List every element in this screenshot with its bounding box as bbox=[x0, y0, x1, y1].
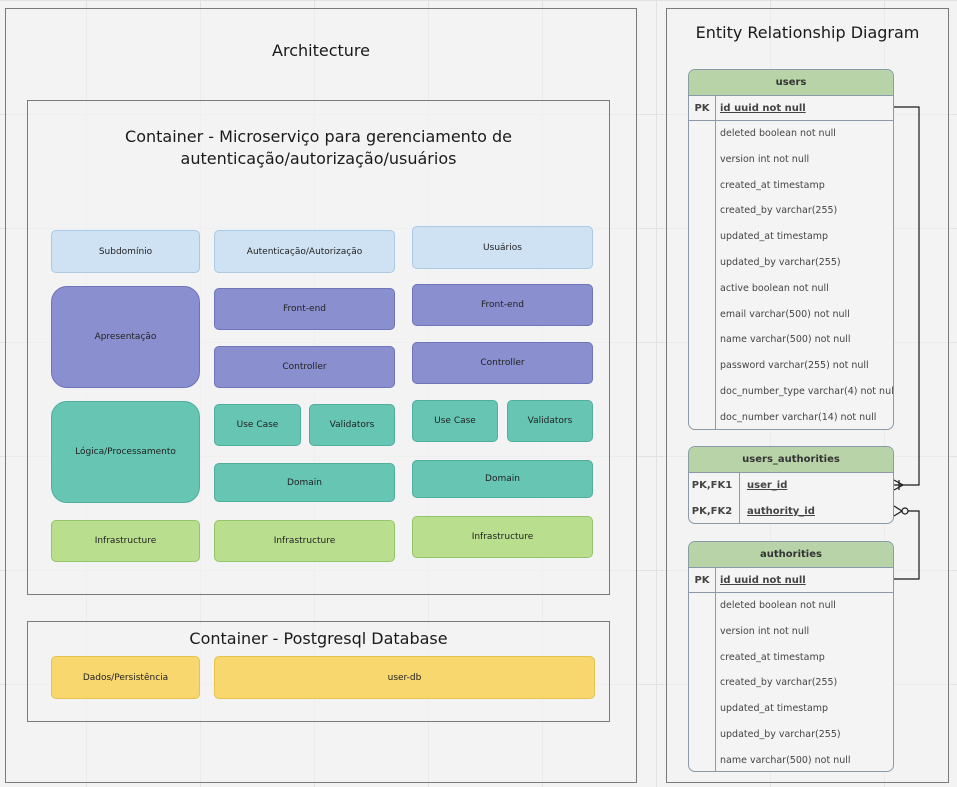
users-controller: Controller bbox=[412, 342, 593, 384]
auth-front-end: Front-end bbox=[214, 288, 395, 330]
authority-id-field: authority_id bbox=[747, 506, 815, 517]
users-pk-row: PK id uuid not null bbox=[689, 96, 893, 121]
authorities-column-divider bbox=[715, 567, 716, 771]
authorities-field: version int not null bbox=[720, 625, 810, 637]
users-authorities-table: users_authorities PK,FK1 user_id PK,FK2 … bbox=[688, 446, 894, 524]
users-field: email varchar(500) not null bbox=[720, 308, 850, 320]
auth-infrastructure: Infrastructure bbox=[214, 520, 395, 562]
users-field: created_by varchar(255) bbox=[720, 205, 838, 217]
users-pk-field: id uuid not null bbox=[720, 103, 806, 114]
authorities-pk-label: PK bbox=[694, 575, 710, 586]
many-marker bbox=[893, 510, 903, 517]
users-table-header: users bbox=[689, 70, 893, 96]
many-marker bbox=[893, 479, 904, 486]
users-use-case: Use Case bbox=[412, 400, 498, 442]
authorities-field: updated_at timestamp bbox=[720, 703, 829, 715]
authorities-field: created_by varchar(255) bbox=[720, 677, 838, 689]
auth-use-case: Use Case bbox=[214, 404, 301, 446]
presentation-layer: Apresentação bbox=[51, 286, 200, 388]
auth-domain: Domain bbox=[214, 463, 395, 502]
zero-marker bbox=[901, 507, 909, 515]
users-table: users PK id uuid not null deleted boolea… bbox=[688, 69, 894, 430]
users-field: deleted boolean not null bbox=[720, 128, 836, 139]
many-marker bbox=[893, 484, 904, 491]
users-domain: Domain bbox=[412, 460, 593, 498]
users-validators: Validators bbox=[507, 400, 593, 442]
users-pk-label: PK bbox=[694, 103, 710, 114]
users-field: created_at timestamp bbox=[720, 179, 825, 191]
service-container-title-line2: autenticação/autorização/usuários bbox=[180, 149, 457, 168]
architecture-title: Architecture bbox=[272, 41, 370, 60]
users-infrastructure: Infrastructure bbox=[412, 516, 593, 558]
users-to-users-authorities-connector bbox=[894, 106, 920, 486]
users-field: password varchar(255) not null bbox=[720, 360, 869, 372]
users-field: updated_by varchar(255) bbox=[720, 256, 841, 268]
users-front-end: Front-end bbox=[412, 284, 593, 326]
users-authorities-header: users_authorities bbox=[689, 447, 893, 473]
authorities-field: name varchar(500) not null bbox=[720, 754, 851, 766]
db-container-title: Container - Postgresql Database bbox=[189, 629, 448, 648]
authorities-field: deleted boolean not null bbox=[720, 600, 836, 611]
users-field: name varchar(500) not null bbox=[720, 334, 851, 346]
auth-subdomain-header: Autenticação/Autorização bbox=[214, 230, 395, 273]
authorities-pk-field: id uuid not null bbox=[720, 575, 806, 586]
authorities-field: updated_by varchar(255) bbox=[720, 728, 841, 740]
users-fields: deleted boolean not null version int not… bbox=[689, 121, 894, 429]
service-container-title-line1: Container - Microserviço para gerenciame… bbox=[125, 127, 512, 146]
subdomain-header: Subdomínio bbox=[51, 230, 200, 273]
users-field: doc_number_type varchar(4) not null bbox=[720, 385, 894, 397]
users-authorities-column-divider bbox=[739, 472, 740, 523]
erd-title: Entity Relationship Diagram bbox=[695, 23, 920, 42]
users-authorities-row: PK,FK1 user_id bbox=[689, 473, 893, 499]
users-field: version int not null bbox=[720, 153, 810, 165]
auth-controller: Controller bbox=[214, 346, 395, 388]
infrastructure-layer: Infrastructure bbox=[51, 520, 200, 562]
user-db: user-db bbox=[214, 656, 595, 699]
users-authorities-row: PK,FK2 authority_id bbox=[689, 499, 893, 523]
authorities-table: authorities PK id uuid not null deleted … bbox=[688, 541, 894, 772]
many-marker bbox=[893, 505, 903, 512]
users-field: updated_at timestamp bbox=[720, 231, 829, 243]
authorities-pk-row: PK id uuid not null bbox=[689, 568, 893, 593]
users-subdomain-header: Usuários bbox=[412, 226, 593, 269]
logic-layer: Lógica/Processamento bbox=[51, 401, 200, 503]
persistence-layer: Dados/Persistência bbox=[51, 656, 200, 699]
authority-id-key-label: PK,FK2 bbox=[691, 506, 733, 517]
user-id-field: user_id bbox=[747, 480, 788, 491]
authorities-table-header: authorities bbox=[689, 542, 893, 568]
user-id-key-label: PK,FK1 bbox=[691, 480, 733, 491]
authorities-field: created_at timestamp bbox=[720, 651, 825, 663]
authorities-fields: deleted boolean not null version int not… bbox=[689, 593, 893, 771]
authorities-to-users-authorities-connector bbox=[894, 510, 920, 580]
auth-validators: Validators bbox=[309, 404, 395, 446]
users-field: active boolean not null bbox=[720, 282, 829, 294]
users-column-divider bbox=[715, 95, 716, 429]
users-field: doc_number varchar(14) not null bbox=[720, 411, 877, 423]
